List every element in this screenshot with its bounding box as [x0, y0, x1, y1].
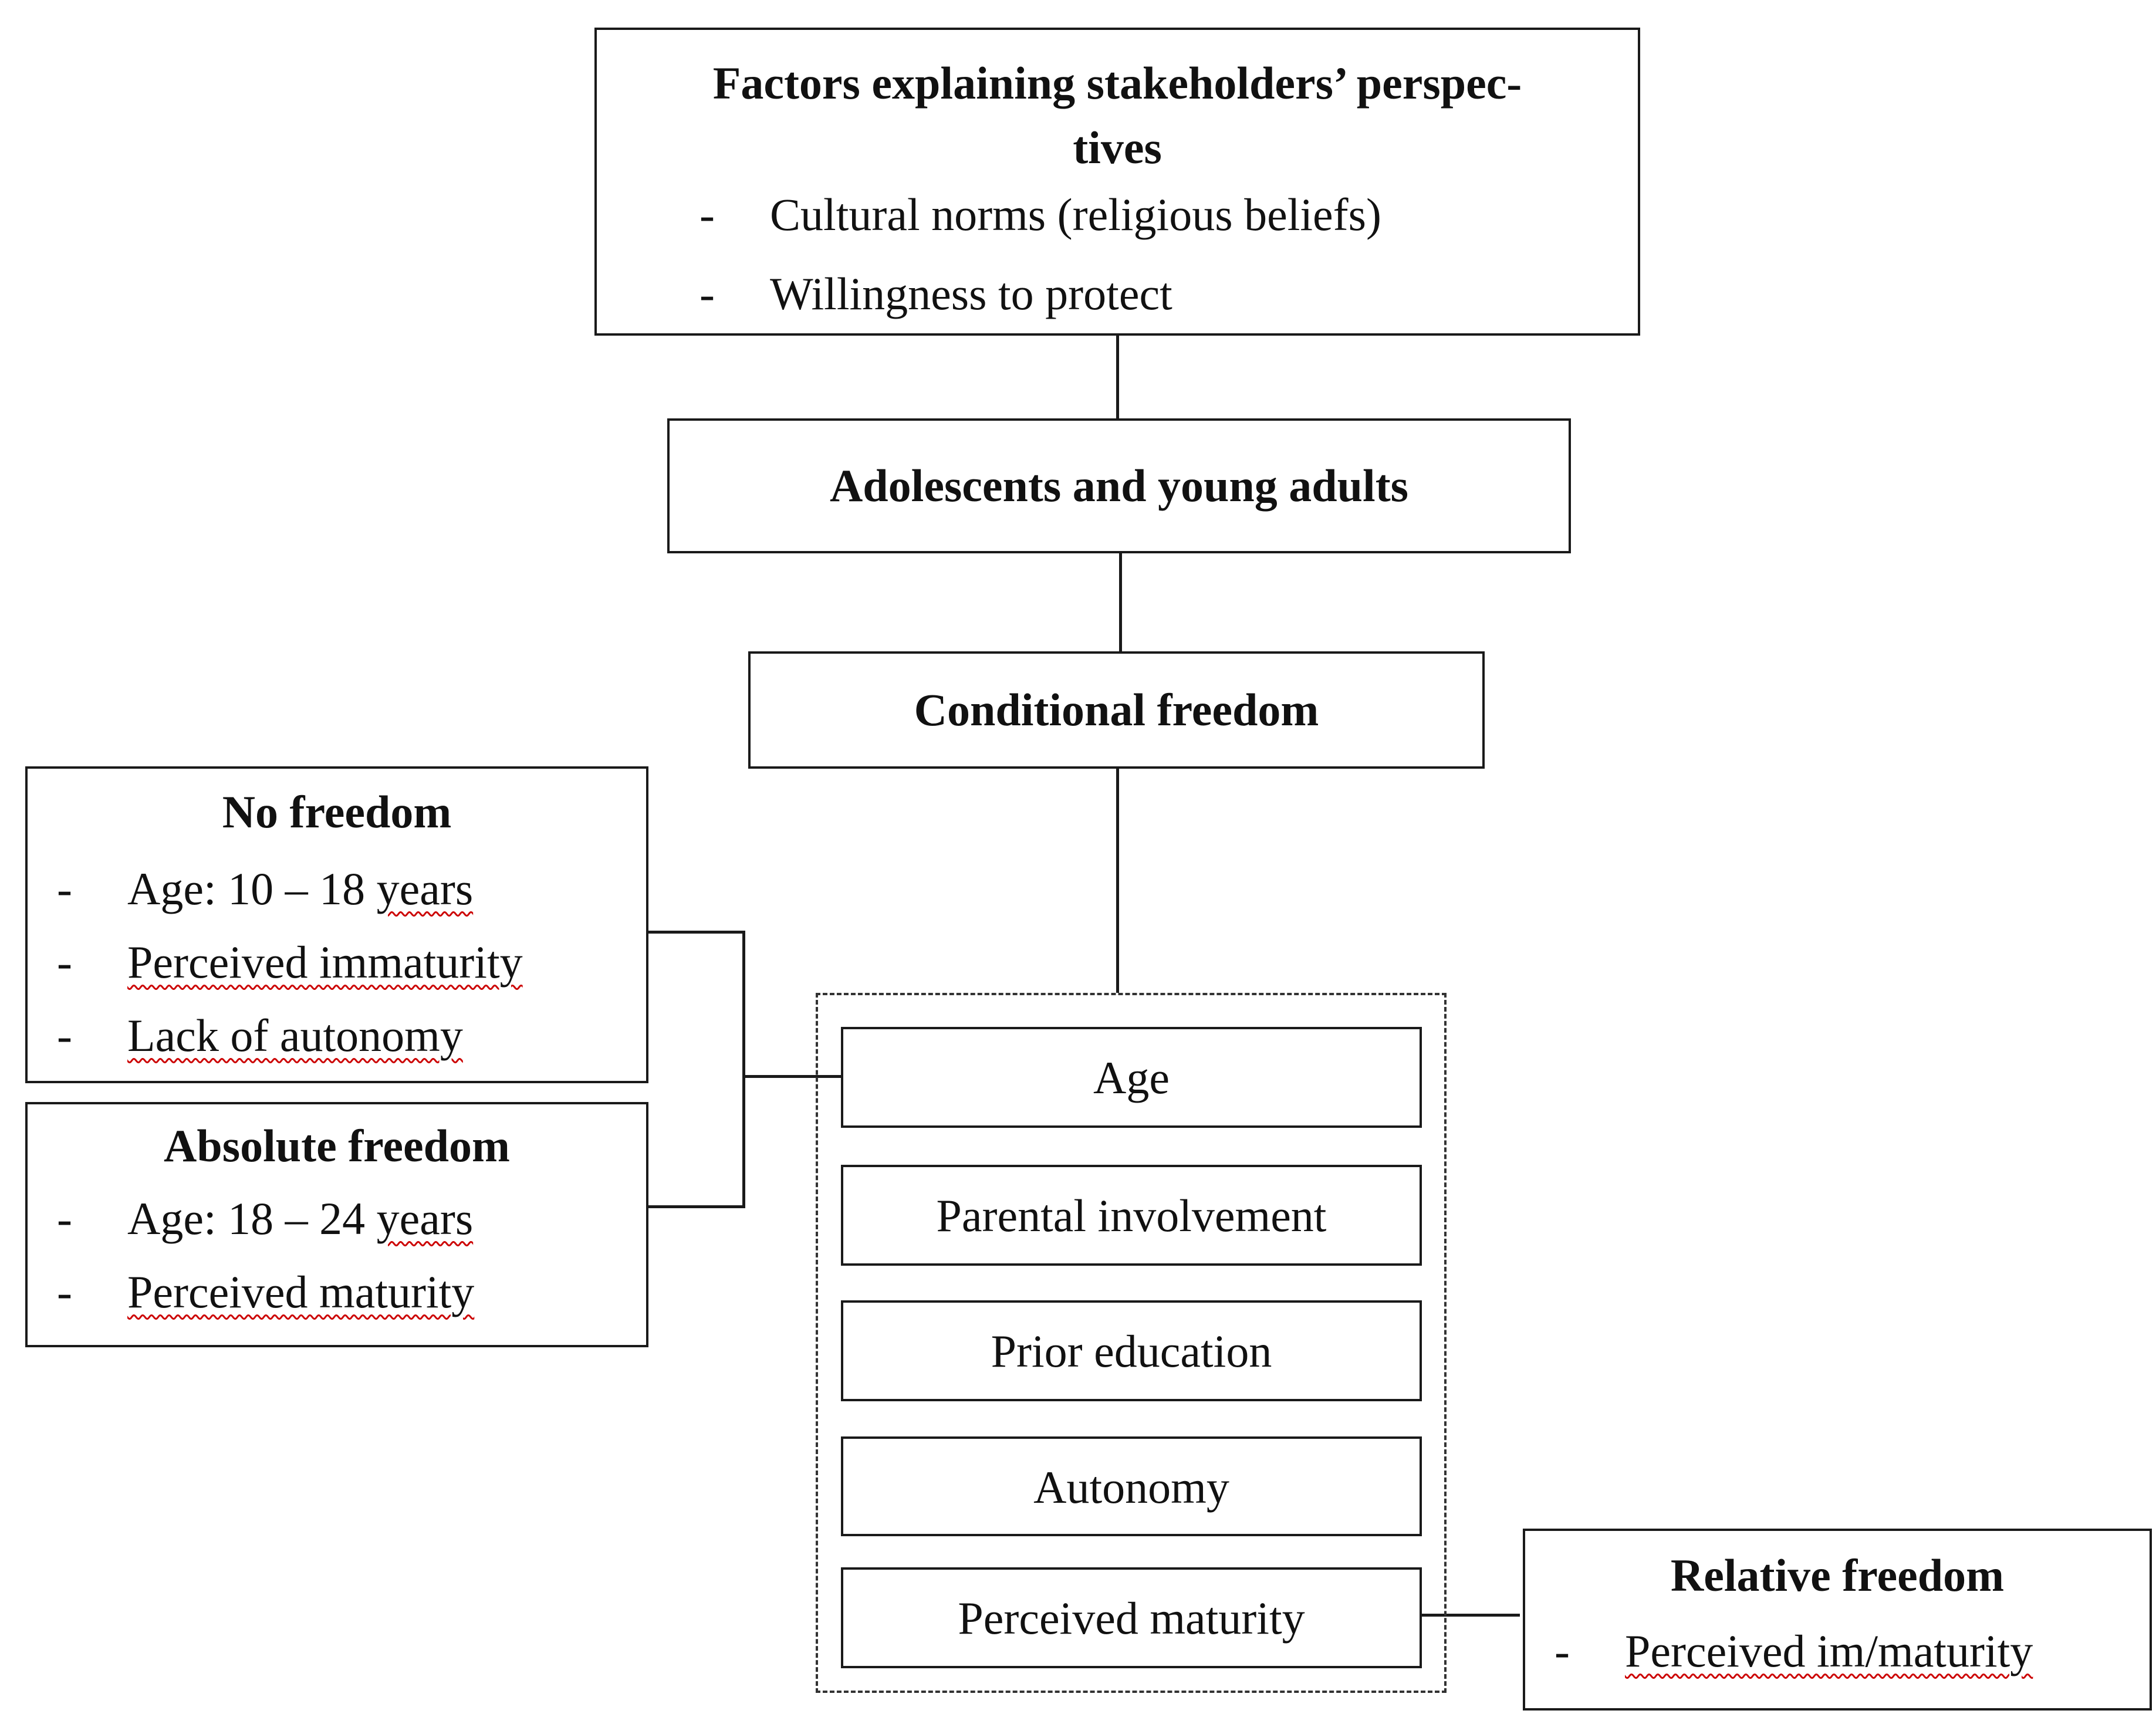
relative-freedom-box: Relative freedom - Perceived im/maturity	[1523, 1529, 2152, 1711]
connector-maturity-to-relative	[1420, 1614, 1520, 1617]
no-freedom-immaturity: Perceived immaturity	[127, 937, 523, 988]
no-freedom-age-years: years	[376, 863, 474, 914]
factors-bullet-dash: -	[699, 268, 715, 319]
no-freedom-dash: -	[57, 863, 72, 914]
relative-freedom-dash: -	[1555, 1625, 1570, 1676]
relative-freedom-perceived-immaturity: Perceived im/maturity	[1625, 1625, 2033, 1676]
adolescents-label: Adolescents and young adults	[829, 460, 1409, 511]
condition-age-box: Age	[841, 1027, 1422, 1128]
no-freedom-age: Age: 10 – 18 years	[127, 863, 473, 915]
conditional-freedom-box: Conditional freedom	[748, 651, 1485, 769]
factors-box: Factors explaining stakeholders’ perspec…	[594, 28, 1640, 336]
condition-prior-education-label: Prior education	[991, 1326, 1272, 1377]
no-freedom-age-text: Age: 10 – 18	[127, 863, 377, 914]
no-freedom-title: No freedom	[222, 786, 452, 837]
condition-parental-involvement-box: Parental involvement	[841, 1165, 1422, 1266]
condition-autonomy-box: Autonomy	[841, 1436, 1422, 1536]
factors-bullet-cultural-norms: Cultural norms (religious beliefs)	[770, 189, 1381, 240]
connector-conditional-to-conditions	[1116, 767, 1119, 993]
connector-nofreedom-horizontal	[646, 931, 744, 934]
absolute-freedom-dash: -	[57, 1266, 72, 1317]
connector-bracket-to-age	[742, 1075, 841, 1078]
absolute-freedom-maturity: Perceived maturity	[127, 1266, 475, 1317]
absolute-freedom-age: Age: 18 – 24 years	[127, 1192, 473, 1245]
no-freedom-lack-autonomy: Lack of autonomy	[127, 1010, 463, 1061]
condition-perceived-maturity-label: Perceived maturity	[958, 1593, 1305, 1644]
relative-freedom-title: Relative freedom	[1670, 1550, 2005, 1601]
absolute-freedom-dash: -	[57, 1193, 72, 1244]
connector-adolescents-to-conditional	[1119, 552, 1122, 651]
connector-top-to-adolescents	[1116, 332, 1119, 420]
factors-title-line1: Factors explaining stakeholders’ perspec…	[712, 58, 1522, 109]
no-freedom-dash: -	[57, 937, 72, 988]
absolute-freedom-box: Absolute freedom - Age: 18 – 24 years - …	[25, 1102, 648, 1347]
condition-parental-involvement-label: Parental involvement	[936, 1190, 1327, 1241]
no-freedom-dash: -	[57, 1010, 72, 1061]
absolute-freedom-title: Absolute freedom	[164, 1120, 510, 1171]
connector-left-bracket-vertical	[742, 931, 745, 1208]
factors-bullet-dash: -	[699, 189, 715, 240]
adolescents-box: Adolescents and young adults	[667, 418, 1571, 553]
condition-age-label: Age	[1093, 1052, 1170, 1103]
absolute-freedom-age-years: years	[376, 1193, 474, 1244]
no-freedom-box: No freedom - Age: 10 – 18 years - Percei…	[25, 766, 648, 1083]
factors-title-line2: tives	[1073, 122, 1162, 173]
conditional-freedom-label: Conditional freedom	[914, 684, 1319, 735]
conditions-container	[816, 993, 1447, 1693]
condition-autonomy-label: Autonomy	[1033, 1462, 1229, 1513]
absolute-freedom-age-text: Age: 18 – 24	[127, 1193, 377, 1244]
condition-prior-education-box: Prior education	[841, 1300, 1422, 1401]
factors-bullet-willingness: Willingness to protect	[770, 268, 1172, 319]
condition-perceived-maturity-box: Perceived maturity	[841, 1567, 1422, 1668]
connector-absolute-horizontal	[646, 1205, 744, 1208]
